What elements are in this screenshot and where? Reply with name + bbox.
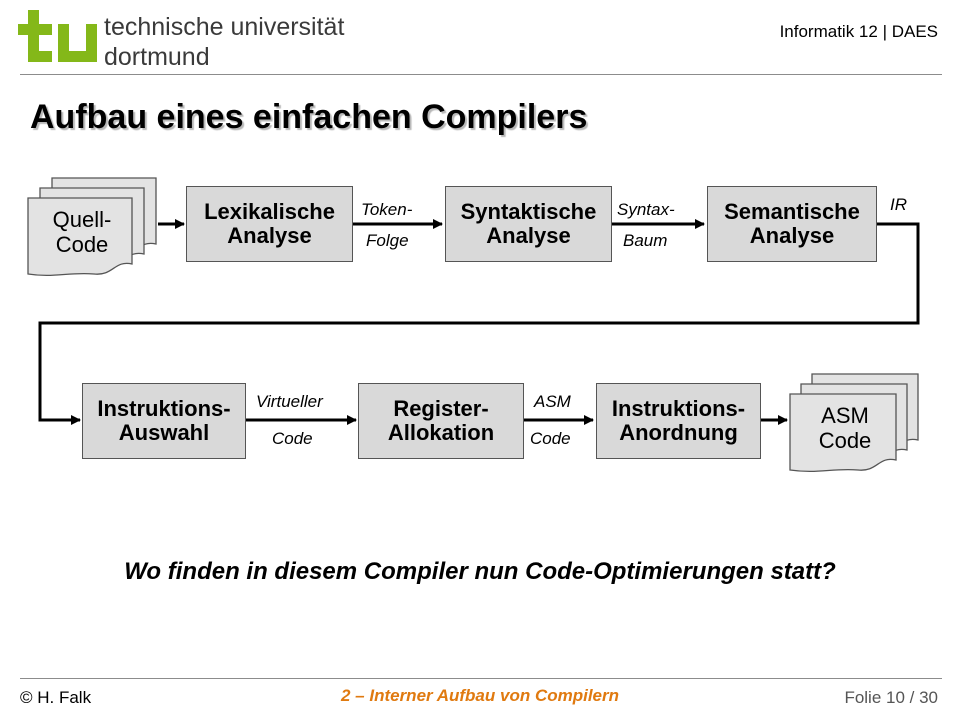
asm-code-label: ASM Code — [794, 403, 896, 453]
asm-code-line-2: Code — [818, 428, 872, 453]
stage-instruction-selection-line-2: Auswahl — [118, 420, 210, 445]
edge-label-token-2: Folge — [366, 231, 409, 250]
arrow-semantic-to-selection — [38, 222, 920, 425]
stage-lexical-analysis-line-2: Analyse — [227, 223, 312, 248]
institute-label: Informatik 12 | DAES — [779, 22, 938, 41]
edge-label-asm-1: ASM — [534, 392, 571, 411]
stage-instruction-scheduling-line-1: Instruktions- — [611, 396, 746, 421]
stage-semantic-analysis-line-2: Analyse — [749, 223, 835, 248]
stage-syntactic-analysis-line-1: Syntaktische — [460, 199, 597, 224]
source-code-line-2: Code — [55, 232, 109, 257]
stage-syntactic-analysis-line-2: Analyse — [486, 223, 571, 248]
stage-instruction-scheduling: Instruktions- Anordnung — [596, 383, 761, 459]
source-code-document-icon — [27, 177, 157, 277]
stage-instruction-selection: Instruktions- Auswahl — [82, 383, 246, 459]
asm-code-document-icon — [789, 373, 919, 473]
university-line-1: technische universität — [104, 13, 345, 41]
edge-label-ir: IR — [890, 195, 907, 214]
header-divider — [20, 74, 942, 75]
slide-question: Wo finden in diesem Compiler nun Code-Op… — [124, 558, 836, 585]
footer-slide-number: Folie 10 / 30 — [844, 688, 938, 707]
university-line-2: dortmund — [104, 43, 210, 71]
stage-instruction-scheduling-line-2: Anordnung — [619, 420, 738, 445]
edge-label-token-1: Token- — [361, 200, 413, 219]
stage-register-allocation: Register- Allokation — [358, 383, 524, 459]
stage-lexical-analysis-line-1: Lexikalische — [204, 199, 335, 224]
source-code-line-1: Quell- — [52, 207, 112, 232]
stage-lexical-analysis: Lexikalische Analyse — [186, 186, 353, 262]
footer-chapter: 2 – Interner Aufbau von Compilern — [340, 686, 620, 705]
edge-label-virtual-1: Virtueller — [256, 392, 323, 411]
tu-logo-icon — [18, 10, 97, 62]
footer-author: © H. Falk — [20, 688, 92, 707]
asm-code-line-1: ASM — [821, 403, 869, 428]
stage-register-allocation-line-2: Allokation — [387, 420, 495, 445]
source-code-label: Quell- Code — [30, 207, 134, 257]
university-name: technische universität dortmund — [104, 12, 344, 72]
slide-title: Aufbau eines einfachen Compilers — [30, 98, 588, 136]
edge-label-syntax-1: Syntax- — [617, 200, 675, 219]
edge-label-virtual-2: Code — [272, 429, 313, 448]
stage-semantic-analysis-line-1: Semantische — [724, 199, 860, 224]
stage-register-allocation-line-1: Register- — [393, 396, 489, 421]
edge-label-syntax-2: Baum — [623, 231, 668, 250]
edge-label-asm-2: Code — [530, 429, 571, 448]
footer-divider — [20, 678, 942, 679]
stage-semantic-analysis: Semantische Analyse — [707, 186, 877, 262]
stage-instruction-selection-line-1: Instruktions- — [97, 396, 231, 421]
stage-syntactic-analysis: Syntaktische Analyse — [445, 186, 612, 262]
